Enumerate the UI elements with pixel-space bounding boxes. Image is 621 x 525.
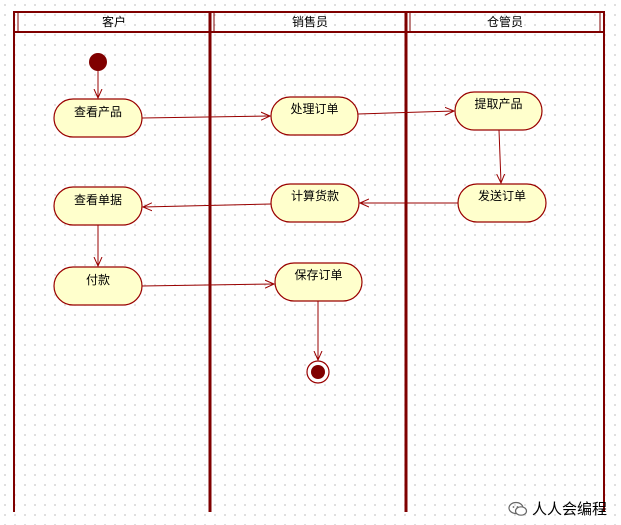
swimlane-frame bbox=[13, 11, 605, 512]
edge-pay-to-save-order bbox=[141, 284, 274, 286]
transitions bbox=[98, 71, 501, 360]
start-node bbox=[89, 53, 107, 71]
lane-header-warehouse-keeper: 仓管员 bbox=[486, 15, 523, 29]
label-send-order: 发送订单 bbox=[477, 189, 526, 203]
edge-calc-payment-to-view-invoice bbox=[143, 204, 272, 207]
label-view-invoice: 查看单据 bbox=[73, 193, 122, 207]
edge-process-order-to-pick-product bbox=[357, 111, 454, 114]
edge-view-product-to-process-order bbox=[141, 116, 270, 118]
end-node bbox=[306, 360, 330, 384]
label-view-product: 查看产品 bbox=[73, 105, 122, 119]
watermark-text: 人人会编程 bbox=[531, 500, 607, 518]
wechat-icon bbox=[508, 501, 528, 516]
label-pick-product: 提取产品 bbox=[474, 97, 523, 111]
label-pay: 付款 bbox=[85, 273, 110, 287]
label-save-order: 保存订单 bbox=[294, 268, 343, 282]
watermark: 人人会编程 bbox=[508, 498, 607, 519]
label-calc-payment: 计算货款 bbox=[290, 189, 339, 203]
label-process-order: 处理订单 bbox=[290, 102, 339, 116]
lane-header-salesperson: 销售员 bbox=[291, 15, 328, 29]
lane-header-customer: 客户 bbox=[101, 15, 126, 29]
edge-pick-product-to-send-order bbox=[499, 129, 501, 183]
